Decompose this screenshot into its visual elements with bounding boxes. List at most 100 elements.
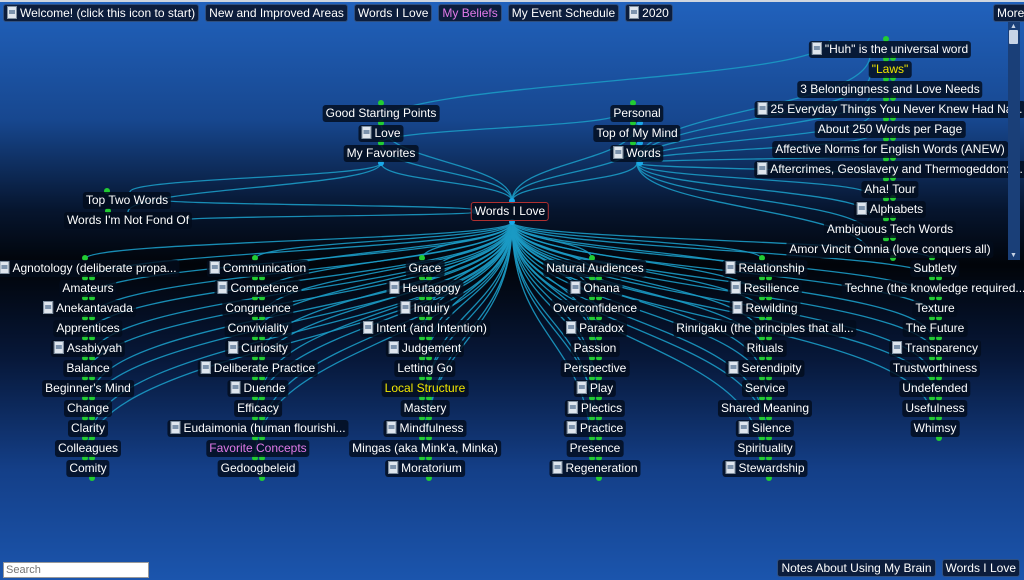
jump-thought[interactable]: Amor Vincit Omnia (love conquers all) xyxy=(786,241,994,258)
child-thought[interactable]: Texture xyxy=(912,300,958,317)
child-thought[interactable]: Practice xyxy=(563,420,627,437)
child-thought[interactable]: Presence xyxy=(566,440,624,457)
child-thought[interactable]: Relationship xyxy=(722,260,808,277)
jump-thought[interactable]: Aha! Tour xyxy=(861,181,919,198)
jump-thought[interactable]: Affective Norms for English Words (ANEW) xyxy=(772,141,1008,158)
child-thought[interactable]: Stewardship xyxy=(722,460,808,477)
scroll-up-icon[interactable]: ▲ xyxy=(1010,23,1017,30)
child-thought[interactable]: Communication xyxy=(206,260,310,277)
parent-thought[interactable]: Good Starting Points xyxy=(322,105,440,122)
child-thought[interactable]: Judgement xyxy=(385,340,465,357)
child-thought[interactable]: Play xyxy=(573,380,617,397)
child-thought[interactable]: Undefended xyxy=(899,380,971,397)
child-thought[interactable]: Rituals xyxy=(743,340,787,357)
child-thought[interactable]: Natural Audiences xyxy=(543,260,647,277)
sibling-thought[interactable]: Words I'm Not Fond Of xyxy=(63,212,193,229)
child-thought[interactable]: Anekantavada xyxy=(40,300,136,317)
jump-thought[interactable]: 25 Everyday Things You Never Knew Had Na… xyxy=(754,101,1024,118)
child-thought[interactable]: Passion xyxy=(570,340,620,357)
child-thought[interactable]: Eudaimonia (human flourishi... xyxy=(167,420,349,437)
child-thought[interactable]: Plectics xyxy=(564,400,626,417)
document-icon xyxy=(566,421,577,434)
child-thought[interactable]: Perspective xyxy=(560,360,630,377)
pinned-thought[interactable]: Notes About Using My Brain xyxy=(777,559,936,577)
jump-thought[interactable]: 3 Belongingness and Love Needs xyxy=(797,81,983,98)
child-thought[interactable]: Subtlety xyxy=(910,260,960,277)
child-thought[interactable]: Duende xyxy=(227,380,289,397)
child-thought[interactable]: Conviviality xyxy=(224,320,292,337)
child-thought[interactable]: Beginner's Mind xyxy=(42,380,134,397)
child-thought[interactable]: Balance xyxy=(63,360,113,377)
parent-thought[interactable]: Love xyxy=(358,125,404,142)
child-thought[interactable]: Agnotology (deliberate propa... xyxy=(0,260,180,277)
child-thought[interactable]: Trustworthiness xyxy=(889,360,981,377)
child-thought[interactable]: Heutagogy xyxy=(386,280,464,297)
child-thought[interactable]: Spirituality xyxy=(734,440,796,457)
pinned-thought[interactable]: Words I Love xyxy=(353,4,433,22)
child-thought[interactable]: Usefulness xyxy=(902,400,968,417)
child-thought[interactable]: Moratorium xyxy=(385,460,465,477)
jump-thought[interactable]: About 250 Words per Page xyxy=(814,121,966,138)
parent-thought[interactable]: Top of My Mind xyxy=(593,125,681,142)
child-thought[interactable]: Letting Go xyxy=(394,360,456,377)
child-thought[interactable]: Resilience xyxy=(727,280,803,297)
child-thought[interactable]: Transparency xyxy=(889,340,981,357)
pinned-thought[interactable]: Words I Love xyxy=(941,559,1020,577)
child-thought[interactable]: Paradox xyxy=(563,320,627,337)
more-button[interactable]: More xyxy=(993,4,1024,22)
child-thought[interactable]: Favorite Concepts xyxy=(206,440,310,457)
pinned-thought[interactable]: New and Improved Areas xyxy=(205,4,348,22)
child-thought[interactable]: Amateurs xyxy=(59,280,117,297)
child-thought[interactable]: Clarity xyxy=(67,420,109,437)
search-input[interactable] xyxy=(3,562,149,578)
child-thought[interactable]: Mastery xyxy=(400,400,450,417)
child-thought[interactable]: Gedoogbeleid xyxy=(217,460,299,477)
child-thought[interactable]: Rinrigaku (the principles that all... xyxy=(673,320,857,337)
pinned-thought[interactable]: My Beliefs xyxy=(438,4,502,22)
scroll-down-icon[interactable]: ▼ xyxy=(1010,252,1017,259)
child-thought[interactable]: Rewilding xyxy=(729,300,801,317)
node-label: Words xyxy=(626,146,661,160)
jump-thought[interactable]: "Laws" xyxy=(868,61,912,78)
child-thought[interactable]: Grace xyxy=(405,260,445,277)
child-thought[interactable]: Efficacy xyxy=(234,400,282,417)
pinned-thought[interactable]: My Event Schedule xyxy=(507,4,620,22)
child-thought[interactable]: Inquiry xyxy=(397,300,453,317)
child-thought[interactable]: Colleagues xyxy=(54,440,122,457)
sibling-thought[interactable]: Top Two Words xyxy=(82,192,172,209)
child-thought[interactable]: Shared Meaning xyxy=(717,400,813,417)
scroll-thumb[interactable] xyxy=(1009,30,1018,44)
pinned-thought[interactable]: Welcome! (click this icon to start) xyxy=(3,4,200,22)
child-thought[interactable]: Asabiyyah xyxy=(50,340,126,357)
child-thought[interactable]: Ohana xyxy=(567,280,623,297)
child-thought[interactable]: Service xyxy=(741,380,789,397)
child-thought[interactable]: Deliberate Practice xyxy=(197,360,319,377)
child-thought[interactable]: Local Structure xyxy=(381,380,469,397)
child-thought[interactable]: Competence xyxy=(214,280,302,297)
jump-thought[interactable]: Ambiguous Tech Words xyxy=(823,221,957,238)
child-thought[interactable]: Change xyxy=(63,400,113,417)
child-thought[interactable]: Congruence xyxy=(222,300,294,317)
parent-thought[interactable]: Personal xyxy=(610,105,664,122)
child-thought[interactable]: Silence xyxy=(735,420,795,437)
child-thought[interactable]: Overconfidence xyxy=(549,300,641,317)
jump-thought[interactable]: "Huh" is the universal word xyxy=(808,41,972,58)
pinned-thought[interactable]: 2020 xyxy=(625,4,673,22)
child-thought[interactable]: Serendipity xyxy=(725,360,805,377)
parent-thought[interactable]: My Favorites xyxy=(343,145,419,162)
child-thought[interactable]: Apprentices xyxy=(53,320,123,337)
child-thought[interactable]: Techne (the knowledge required... xyxy=(841,280,1024,297)
jump-thought[interactable]: Alphabets xyxy=(853,201,927,218)
child-thought[interactable]: The Future xyxy=(902,320,968,337)
child-thought[interactable]: Comity xyxy=(66,460,110,477)
central-thought[interactable]: Words I Love xyxy=(470,202,550,221)
child-thought[interactable]: Whimsy xyxy=(910,420,960,437)
child-thought[interactable]: Curiosity xyxy=(225,340,291,357)
child-thought[interactable]: Intent (and Intention) xyxy=(360,320,490,337)
jump-list-scrollbar[interactable]: ▲ ▼ xyxy=(1008,22,1020,260)
jump-thought[interactable]: Aftercrimes, Geoslavery and Thermogeddon… xyxy=(754,161,1024,178)
parent-thought[interactable]: Words xyxy=(610,145,664,162)
child-thought[interactable]: Mingas (aka Mink'a, Minka) xyxy=(349,440,501,457)
child-thought[interactable]: Mindfulness xyxy=(383,420,467,437)
child-thought[interactable]: Regeneration xyxy=(549,460,641,477)
